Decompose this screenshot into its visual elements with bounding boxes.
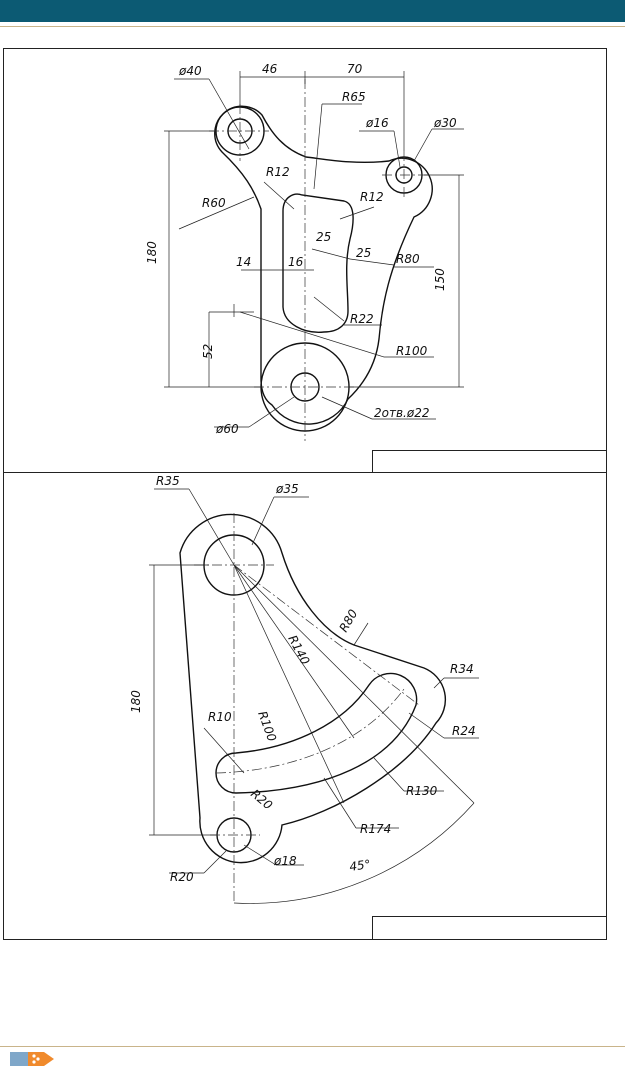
label-r100: R100: [255, 709, 279, 743]
label-r10: R10: [208, 710, 232, 724]
label-d16: ø16: [365, 116, 389, 130]
title-block-stamp: [372, 916, 607, 940]
label-r20-boss: R20: [170, 870, 194, 884]
label-180: 180: [129, 690, 143, 713]
label-r12-left: R12: [266, 165, 290, 179]
label-16: 16: [288, 255, 304, 269]
label-d18: ø18: [273, 854, 297, 868]
label-180: 180: [145, 241, 159, 264]
label-r35: R35: [156, 474, 180, 488]
header-rule: [0, 26, 625, 27]
label-25-upper: 25: [316, 230, 331, 244]
curved-slot: [215, 672, 418, 794]
label-r100: R100: [396, 344, 428, 358]
label-r12-right: R12: [360, 190, 384, 204]
label-r140: R140: [285, 633, 312, 667]
footer-rule: [0, 1046, 625, 1047]
label-45-deg: 45°: [348, 857, 371, 874]
header-bar: [0, 0, 625, 22]
label-r80: R80: [396, 252, 420, 266]
publisher-logo-icon: [10, 1052, 54, 1066]
drawing-frame-2: R35 ø35 R80 R140 R34 180 R10 R100 R24 R1…: [3, 472, 607, 940]
label-r80: R80: [336, 607, 360, 635]
drawing-frame-1: ø40 46 70 R65 ø16 ø30 R12 R60 R12 180 25…: [3, 48, 607, 474]
label-14: 14: [236, 255, 251, 269]
title-block-stamp: [372, 450, 607, 474]
label-r60: R60: [202, 196, 226, 210]
label-52: 52: [201, 344, 215, 359]
label-d60: ø60: [215, 422, 239, 436]
label-d30: ø30: [433, 116, 457, 130]
label-150: 150: [433, 268, 447, 291]
label-r174: R174: [360, 822, 391, 836]
label-r65: R65: [342, 90, 366, 104]
label-r34: R34: [450, 662, 474, 676]
outer-contour: [214, 105, 433, 425]
label-2-holes: 2отв.ø22: [374, 406, 429, 420]
label-46: 46: [262, 62, 278, 76]
inner-slot: [282, 193, 354, 333]
label-d40: ø40: [178, 64, 202, 78]
label-r24: R24: [452, 724, 476, 738]
label-70: 70: [347, 62, 363, 76]
label-d35: ø35: [275, 482, 299, 496]
label-r130: R130: [406, 784, 438, 798]
label-25-right: 25: [356, 246, 371, 260]
technical-drawing-1: ø40 46 70 R65 ø16 ø30 R12 R60 R12 180 25…: [145, 62, 464, 441]
label-r22: R22: [350, 312, 374, 326]
outer-contour: [179, 513, 446, 864]
technical-drawing-2: R35 ø35 R80 R140 R34 180 R10 R100 R24 R1…: [129, 474, 479, 904]
